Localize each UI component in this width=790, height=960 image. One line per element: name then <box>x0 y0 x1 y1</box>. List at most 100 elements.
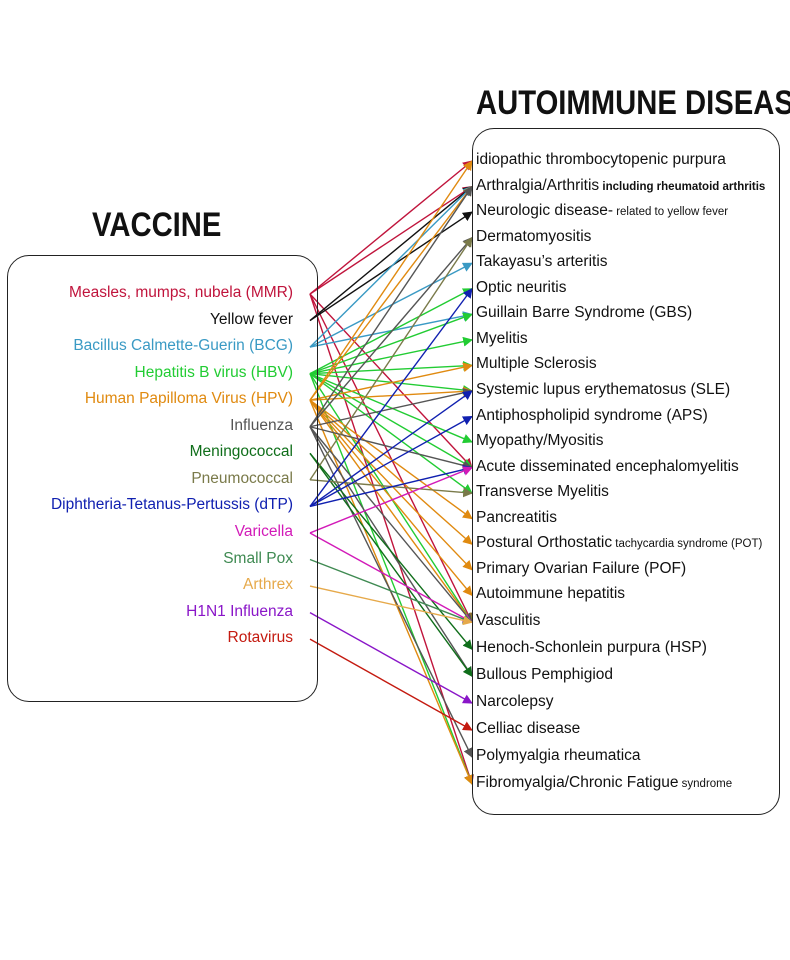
link-arrow <box>309 185 473 322</box>
link-arrow <box>309 399 473 624</box>
link-arrow <box>309 399 473 597</box>
disease-item: Henoch-Schonlein purpura (HSP) <box>476 639 707 657</box>
disease-label: Postural Orthostatic <box>476 534 613 552</box>
disease-label: Celliac disease <box>476 720 581 738</box>
disease-label: Transverse Myelitis <box>476 483 609 501</box>
disease-label: Guillain Barre Syndrome (GBS) <box>476 304 693 322</box>
link-arrow <box>309 373 474 785</box>
vaccine-item: Hepatitis B virus (HBV) <box>134 363 293 381</box>
link-arrow <box>309 262 473 348</box>
link-arrow <box>309 426 473 624</box>
vaccine-item: Influenza <box>230 416 293 434</box>
link-arrow <box>309 287 473 507</box>
link-arrow <box>309 452 473 651</box>
disease-label: Fibromyalgia/Chronic Fatigue <box>476 774 679 791</box>
disease-label: Systemic lupus erythematosus (SLE) <box>476 380 731 398</box>
link-arrow <box>309 236 473 481</box>
disease-box <box>472 128 780 815</box>
disease-label: Polymyalgia rheumatica <box>476 747 641 765</box>
links-layer <box>309 160 474 785</box>
disease-item: idiopathic thrombocytopenic purpura <box>476 151 726 169</box>
disease-note: related to yellow fever <box>613 206 729 219</box>
vaccine-item: Meningococcal <box>189 443 293 461</box>
vaccine-item: Human Papilloma Virus (HPV) <box>84 390 293 408</box>
link-arrow <box>309 360 473 375</box>
disease-item: Celliac disease <box>476 720 580 738</box>
disease-item: Vasculitis <box>476 612 540 630</box>
link-arrow <box>309 293 473 469</box>
link-arrow <box>309 373 473 444</box>
disease-label: Acute disseminated encephalomyelitis <box>476 457 739 475</box>
disease-note: tachycardia syndrome (POT) <box>612 538 763 551</box>
link-arrow <box>309 390 473 507</box>
disease-item: Takayasu’s arteritis <box>476 253 608 271</box>
disease-label: Myelitis <box>476 329 528 347</box>
disease-note: syndrome <box>678 778 733 790</box>
disease-item: Systemic lupus erythematosus (SLE) <box>476 381 730 399</box>
link-arrow <box>309 160 473 401</box>
disease-label: Optic neuritis <box>476 278 567 296</box>
disease-item: Multiple Sclerosis <box>476 355 597 373</box>
link-arrow <box>309 532 473 623</box>
vaccine-item: Diphtheria-Tetanus-Pertussis (dTP) <box>50 496 293 514</box>
vaccine-item: Varicella <box>234 522 293 540</box>
disease-label: Henoch-Schonlein purpura (HSP) <box>476 639 707 657</box>
disease-item: Acute disseminated encephalomyelitis <box>476 458 739 476</box>
disease-item: Bullous Pemphigiod <box>476 666 613 684</box>
link-arrow <box>309 399 473 520</box>
disease-note: including rheumatoid arthritis <box>599 180 766 193</box>
vaccine-item: Pneumococcal <box>191 469 293 487</box>
link-arrow <box>309 452 473 677</box>
link-arrow <box>309 373 473 469</box>
link-arrow <box>309 236 473 428</box>
disease-item: Pancreatitis <box>476 509 557 527</box>
disease-item: Optic neuritis <box>476 279 566 297</box>
link-arrow <box>309 611 473 704</box>
link-arrow <box>309 185 473 428</box>
disease-item: Transverse Myelitis <box>476 483 609 501</box>
link-arrow <box>309 466 473 534</box>
vaccine-item: Yellow fever <box>209 310 293 328</box>
link-arrow <box>309 160 473 295</box>
disease-item: Antiphospholipid syndrome (APS) <box>476 407 708 425</box>
disease-label: Arthralgia/Arthritis <box>476 176 600 194</box>
disease-label: Bullous Pemphigiod <box>476 666 614 684</box>
disease-item: Myelitis <box>476 330 528 348</box>
disease-item: Autoimmune hepatitis <box>476 585 625 603</box>
vaccine-box <box>7 255 318 702</box>
disease-label: Antiphospholipid syndrome (APS) <box>476 406 708 424</box>
link-arrow <box>309 336 473 375</box>
disease-label: Autoimmune hepatitis <box>476 585 626 603</box>
vaccine-item: Measles, mumps, nubela (MMR) <box>69 284 293 301</box>
disease-item: Postural Orthostatic tachycardia syndrom… <box>476 534 762 552</box>
link-arrow <box>309 399 473 571</box>
disease-item: Primary Ovarian Failure (POF) <box>476 560 686 578</box>
vaccine-item: Small Pox <box>223 549 293 567</box>
link-arrow <box>309 373 473 494</box>
link-arrow <box>309 185 473 348</box>
link-arrow <box>309 558 473 624</box>
link-arrow <box>309 386 473 401</box>
disease-label: Myopathy/Myositis <box>476 432 604 450</box>
vaccine-item: Arthrex <box>243 576 293 594</box>
disease-label: Primary Ovarian Failure (POF) <box>476 559 687 577</box>
link-arrow <box>309 399 473 545</box>
disease-item: Polymyalgia rheumatica <box>476 747 641 765</box>
vaccine-item: Bacillus Calmette-Guerin (BCG) <box>73 337 293 355</box>
disease-item: Narcolepsy <box>476 693 554 711</box>
disease-label: Dermatomyositis <box>476 227 592 245</box>
disease-header: AUTOIMMUNE DISEASE <box>476 84 790 122</box>
link-arrow <box>309 185 473 295</box>
disease-item: Neurologic disease- related to yellow fe… <box>476 202 728 220</box>
vaccine-item: H1N1 Influenza <box>186 602 293 620</box>
link-arrow <box>309 415 473 508</box>
link-arrow <box>309 293 473 624</box>
disease-label: Narcolepsy <box>476 693 554 711</box>
vaccine-header: VACCINE <box>92 206 222 244</box>
disease-label: idiopathic thrombocytopenic purpura <box>476 151 726 168</box>
disease-item: Dermatomyositis <box>476 228 591 246</box>
disease-item: Myopathy/Myositis <box>476 432 603 450</box>
disease-label: Neurologic disease- <box>476 202 613 220</box>
link-arrow <box>309 464 473 508</box>
link-arrow <box>309 388 473 428</box>
